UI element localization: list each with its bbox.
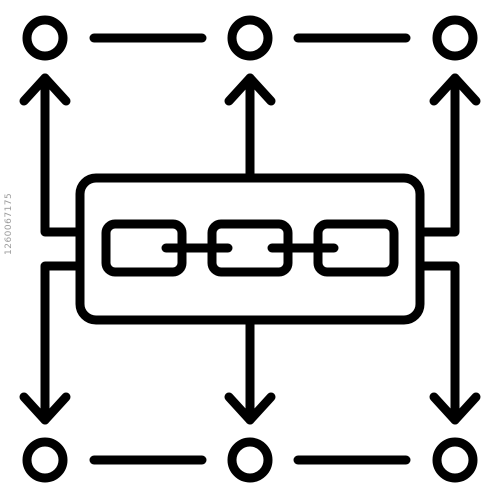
node-circle-top-left (22, 15, 68, 61)
node-circle-top-center (227, 15, 273, 61)
node-circle-bottom-left (22, 437, 68, 483)
arrow-down-icon (429, 392, 481, 425)
arrow-up-icon (224, 73, 276, 106)
arrow-line-up-left (40, 73, 85, 237)
arrow-up-icon (19, 73, 71, 106)
arrow-up-icon (429, 73, 481, 106)
node-circle-bottom-right (432, 437, 478, 483)
node-circle-top-right (432, 15, 478, 61)
watermark-id: 1260067175 (4, 192, 14, 255)
arrow-line-down-left (40, 261, 85, 425)
node-circle-bottom-center (227, 437, 273, 483)
arrow-line-down-right (415, 261, 460, 425)
arrow-down-icon (19, 392, 71, 425)
arrow-down-icon (224, 392, 276, 425)
arrow-line-up-right (415, 73, 460, 237)
block-container (75, 173, 425, 325)
